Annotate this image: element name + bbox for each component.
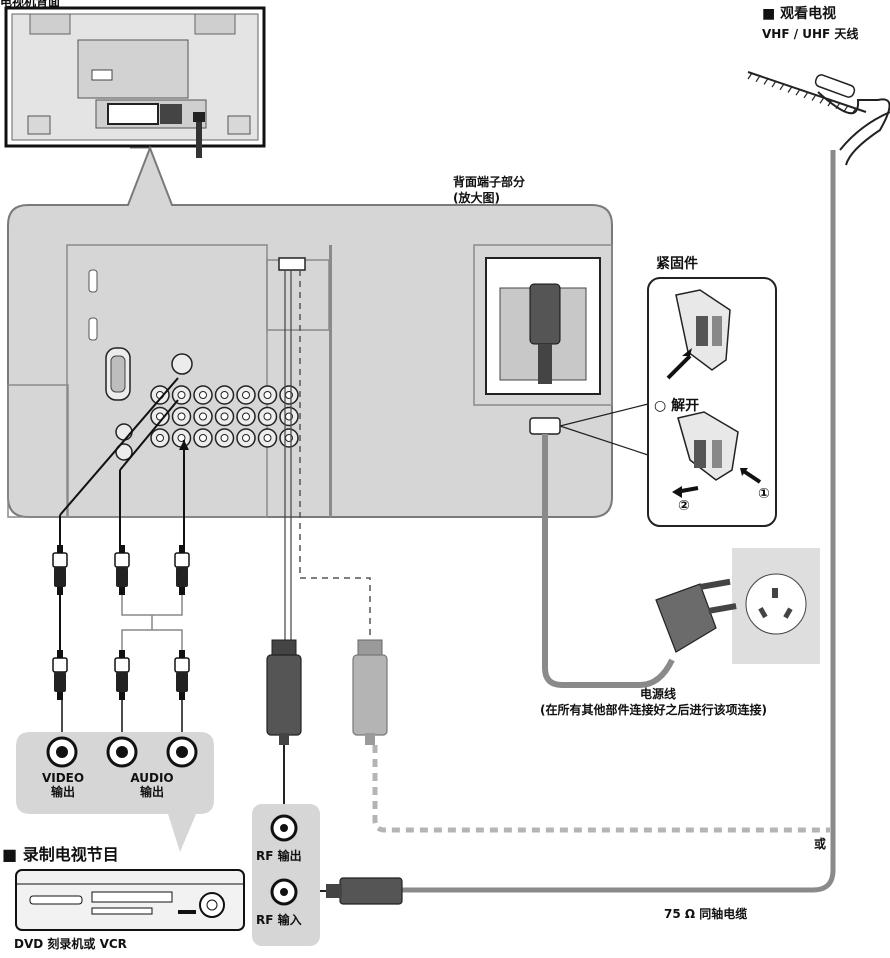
rf-output-label: RF 输出 [256,849,302,863]
rf-cables [266,270,830,905]
rca-jack [171,385,192,405]
fastener-release-label: ○ 解开 [654,398,700,414]
rca-jack [150,428,170,448]
rf-input-label: RF 输入 [256,913,302,927]
fastener-title: 紧固件 [656,256,698,272]
rca-jack [171,406,192,427]
rca-jack [193,406,213,427]
rca-jack [279,428,299,448]
cord-clamp [529,403,649,456]
wall-outlet [732,548,820,664]
rca-jack [236,428,256,448]
rca-plug [114,545,130,595]
rca-plug [114,650,130,700]
enlarged-view-title: 背面端子部分 [453,175,526,189]
rca-jack [236,385,256,405]
power-cord-note: (在所有其他部件连接好之后进行该项连接) [540,703,767,717]
rca-jack [150,385,170,405]
rca-plug [174,545,190,595]
rca-jack [214,406,235,427]
power-cord [542,434,737,688]
rca-jack [279,406,299,427]
power-cord-label: 电源线 [640,687,677,701]
antenna [747,71,890,166]
record-tv-title: ■ 录制电视节目 [2,845,119,864]
rca-plug [174,650,190,700]
rca-jack [214,385,235,405]
rca-jack [171,428,192,448]
rca-jack [257,406,278,427]
rca-plug [52,545,68,595]
dvd-recorder [15,869,245,931]
terminal-panel [7,145,613,518]
watch-tv-title: ■ 观看电视 [762,6,837,22]
tv-back-thumbnail [4,6,266,158]
rca-jack [279,385,299,405]
rca-jack [193,428,213,448]
device-label: DVD 刻录机或 VCR [14,937,127,951]
coax-cable-label: 75 Ω 同轴电缆 [664,907,748,921]
fastener-step-2: ② [678,498,690,514]
recorder-output-panel [16,732,214,852]
rca-jack [257,428,278,448]
fastener-detail [647,277,777,527]
rca-plug [52,650,68,700]
rca-jack [236,406,256,427]
video-output-sublabel: 输出 [50,785,75,799]
antenna-label: VHF / UHF 天线 [762,27,859,41]
rca-jack-grid [150,385,299,448]
rca-jack [257,385,278,405]
fastener-step-1: ① [758,486,770,502]
rca-jack [214,428,235,448]
recorder-rf-panel [252,804,320,946]
or-label: 或 [814,837,827,851]
audio-output-sublabel: 输出 [139,785,164,799]
antenna-coax-cable [400,150,836,893]
rca-jack [193,385,213,405]
enlarged-view-subtitle: (放大图) [453,191,500,205]
audio-output-label: AUDIO [130,771,174,785]
rca-jack [150,406,170,427]
video-output-label: VIDEO [41,771,85,785]
tv-back-caption: 电视机背面 [0,0,61,9]
